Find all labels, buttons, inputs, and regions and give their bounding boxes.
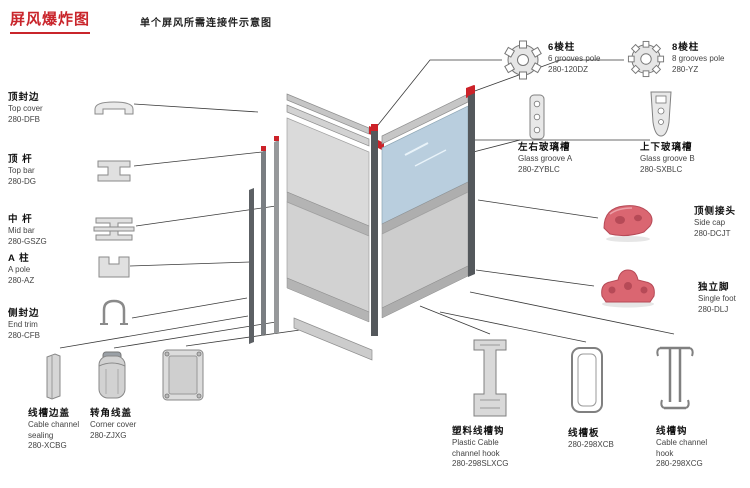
eight-grooves-pole-icon [627, 40, 665, 78]
part-name-en: Glass groove B [640, 154, 695, 164]
cable-channel-sealing-icon [46, 353, 61, 400]
label-cable-channel-sealing: 线槽边盖 Cable channel sealing 280-XCBG [28, 408, 88, 452]
corner-plate-icon [162, 349, 204, 401]
top-bar-icon [97, 160, 131, 182]
part-name-en: 6 grooves pole [548, 54, 601, 64]
part-name-cn: 线槽板 [568, 428, 600, 439]
cable-channel-plate-icon [571, 347, 603, 413]
part-name-en: End trim [8, 320, 38, 330]
corner-pole [371, 124, 384, 336]
part-name-cn: 顶侧接头 [694, 206, 737, 217]
left-panel [286, 93, 377, 361]
plastic-cable-hook-icon [473, 339, 507, 417]
part-name-cn: 塑料线槽钩 [452, 426, 505, 437]
part-name-en: Corner cover [90, 420, 137, 430]
part-name-cn: 转角线盖 [90, 408, 133, 419]
page-subtitle: 单个屏风所需连接件示意图 [140, 18, 272, 29]
part-code: 280-DFB [8, 114, 41, 124]
end-trim-icon [100, 299, 128, 325]
part-code: 280-DG [8, 176, 37, 186]
part-code: 280-ZJXG [90, 430, 127, 440]
cable-channel-hook-icon [656, 346, 694, 410]
label-mid-bar: 中 杆 Mid bar 280-GSZG [8, 214, 78, 247]
glass-panel [381, 105, 469, 225]
part-code: 280-298XCG [656, 459, 703, 469]
page-title: 屏风爆炸图 [10, 8, 91, 34]
glass-groove-b-icon [650, 91, 672, 137]
part-name-en: Cable channel hook [656, 438, 708, 458]
part-code: 280-DLJ [698, 304, 729, 314]
label-plastic-cable-hook: 塑料线槽钩 Plastic Cable channel hook 280-298… [452, 426, 526, 470]
part-name-en: Top cover [8, 104, 43, 114]
part-name-en: Side cap [694, 218, 726, 228]
part-code: 280-XCBG [28, 441, 67, 451]
label-a-pole: A 柱 A pole 280-AZ [8, 253, 78, 286]
part-code: 280-CFB [8, 330, 41, 340]
label-end-trim: 侧封边 End trim 280-CFB [8, 308, 78, 341]
part-name-en: Cable channel sealing [28, 420, 80, 440]
part-name-cn: 中 杆 [8, 214, 33, 225]
a-pole-icon [98, 256, 130, 278]
part-name-cn: 线槽钩 [656, 426, 688, 437]
part-code: 280-AZ [8, 275, 35, 285]
label-top-bar: 顶 杆 Top bar 280-DG [8, 154, 78, 187]
label-side-cap: 顶侧接头 Side cap 280-DCJT [694, 206, 748, 239]
part-name-cn: 8棱柱 [672, 42, 700, 53]
glass-groove-a-icon [529, 94, 545, 140]
part-code: 280-GSZG [8, 236, 47, 246]
label-glass-groove-b: 上下玻璃槽 Glass groove B 280-SXBLC [640, 142, 712, 175]
label-six-grooves-pole: 6棱柱 6 grooves pole 280-120DZ [548, 42, 628, 75]
top-cover-icon [94, 101, 134, 115]
part-name-en: Glass groove A [518, 154, 573, 164]
part-code: 280-298XCB [568, 440, 614, 450]
part-name-en: 8 grooves pole [672, 54, 725, 64]
part-code: 280-ZYBLC [518, 164, 560, 174]
part-name-cn: A 柱 [8, 253, 30, 264]
single-foot-icon [601, 269, 655, 308]
part-name-cn: 顶封边 [8, 92, 40, 103]
part-name-cn: 线槽边盖 [28, 408, 71, 419]
part-code: 280-SXBLC [640, 164, 683, 174]
part-name-cn: 顶 杆 [8, 154, 33, 165]
label-glass-groove-a: 左右玻璃槽 Glass groove A 280-ZYBLC [518, 142, 590, 175]
label-cable-channel-hook: 线槽钩 Cable channel hook 280-298XCG [656, 426, 726, 470]
label-corner-cover: 转角线盖 Corner cover 280-ZJXG [90, 408, 150, 441]
part-name-cn: 左右玻璃槽 [518, 142, 571, 153]
pole-parts [249, 136, 279, 344]
part-name-cn: 侧封边 [8, 308, 40, 319]
part-name-cn: 独立脚 [698, 282, 730, 293]
part-name-en: Single foot [698, 294, 736, 304]
right-panel [381, 85, 475, 319]
part-name-en: Top bar [8, 166, 35, 176]
mid-bar-icon [93, 217, 135, 241]
part-code: 280-120DZ [548, 64, 589, 74]
six-grooves-pole-icon [504, 40, 542, 80]
label-cable-channel-plate: 线槽板 280-298XCB [568, 428, 638, 451]
part-code: 280-DCJT [694, 228, 731, 238]
label-top-cover: 顶封边 Top cover 280-DFB [8, 92, 78, 125]
part-name-cn: 6棱柱 [548, 42, 576, 53]
part-code: 280-YZ [672, 64, 699, 74]
part-code: 280-298SLXCG [452, 459, 509, 469]
part-name-en: Plastic Cable channel hook [452, 438, 500, 458]
part-name-en: Mid bar [8, 226, 35, 236]
part-name-cn: 上下玻璃槽 [640, 142, 693, 153]
part-name-en: A pole [8, 265, 31, 275]
label-eight-grooves-pole: 8棱柱 8 grooves pole 280-YZ [672, 42, 748, 75]
leader-lines [59, 59, 675, 349]
label-single-foot: 独立脚 Single foot 280-DLJ [698, 282, 748, 315]
side-cap-icon [603, 205, 653, 242]
corner-cover-icon [98, 351, 126, 399]
